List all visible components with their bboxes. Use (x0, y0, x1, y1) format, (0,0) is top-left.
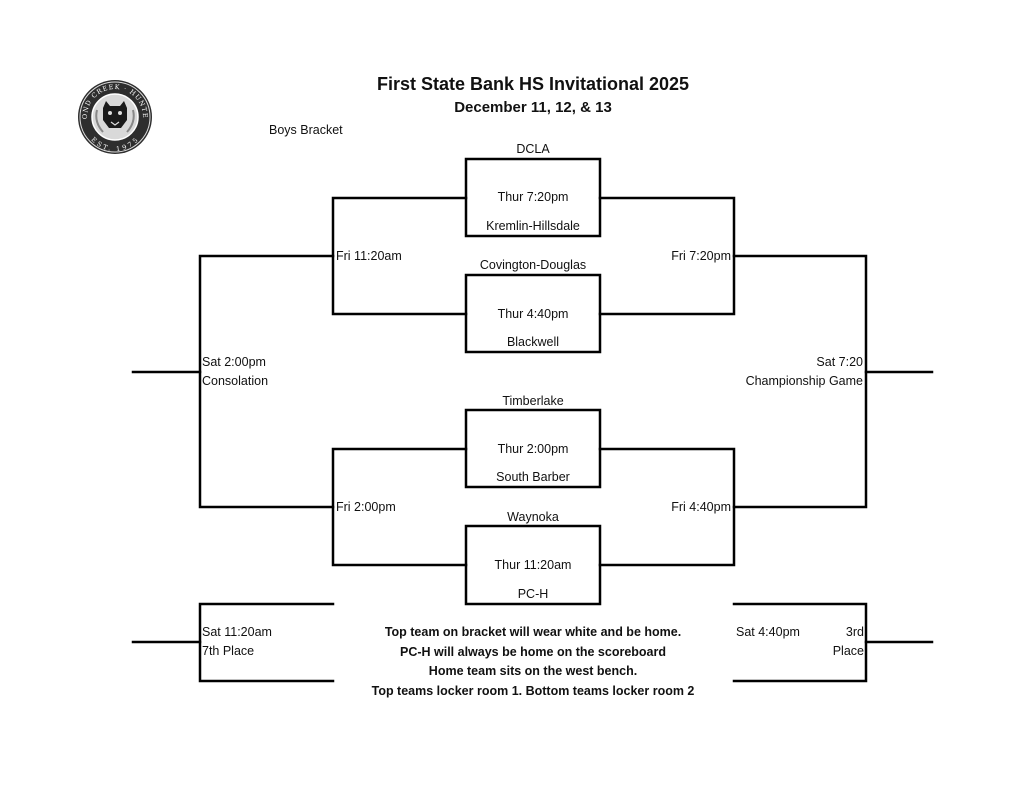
winners-top-time: Fri 7:20pm (671, 249, 731, 263)
game-1-team-bottom: Kremlin-Hillsdale (486, 219, 580, 233)
third-place-time: Sat 4:40pm (736, 625, 800, 639)
consolation-bracket (198, 254, 335, 509)
third-place-label-2: Place (832, 644, 864, 658)
game-3-team-bottom: South Barber (496, 470, 570, 484)
game-2-team-top: Covington-Douglas (479, 258, 587, 272)
game-4-time: Thur 11:20am (494, 558, 572, 572)
consolation-time: Sat 2:00pm (202, 355, 266, 369)
event-dates: December 11, 12, & 13 (454, 99, 612, 116)
winners-bottom-time: Fri 4:40pm (671, 500, 731, 514)
game-box-1 (464, 157, 602, 238)
championship-time: Sat 7:20 (816, 355, 863, 369)
third-place-label-1: 3rd (845, 625, 864, 639)
game-4-team-bottom: PC-H (517, 587, 549, 601)
losers-bottom-time: Fri 2:00pm (336, 500, 396, 514)
third-place-bracket (732, 602, 868, 683)
consolation-label: Consolation (202, 374, 269, 388)
seventh-place-bracket (198, 602, 335, 683)
game-4-team-top: Waynoka (507, 510, 559, 524)
championship-label: Championship Game (745, 374, 863, 388)
seventh-place-time: Sat 11:20am (202, 625, 272, 639)
page-title: First State Bank HS Invitational 2025 (376, 74, 690, 94)
game-2-time: Thur 4:40pm (497, 307, 569, 321)
game-box-3 (464, 408, 602, 489)
game-box-4 (464, 524, 602, 606)
game-box-2 (464, 273, 602, 354)
seventh-place-label: 7th Place (202, 644, 255, 658)
note-4: Top teams locker room 1. Bottom teams lo… (371, 684, 695, 698)
game-1-time: Thur 7:20pm (497, 190, 569, 204)
game-3-time: Thur 2:00pm (497, 442, 569, 456)
note-2: PC-H will always be home on the scoreboa… (399, 645, 667, 659)
game-3-team-top: Timberlake (502, 394, 564, 408)
losers-top-time: Fri 11:20am (336, 249, 402, 263)
note-3: Home team sits on the west bench. (428, 664, 638, 678)
bracket-label: Boys Bracket (269, 123, 343, 137)
note-1: Top team on bracket will wear white and … (384, 625, 682, 639)
championship-bracket (732, 254, 868, 509)
game-2-team-bottom: Blackwell (506, 335, 560, 349)
school-seal-logo: POND CREEK · HUNTER EST. 1975 (77, 70, 152, 154)
game-1-team-top: DCLA (516, 142, 550, 156)
